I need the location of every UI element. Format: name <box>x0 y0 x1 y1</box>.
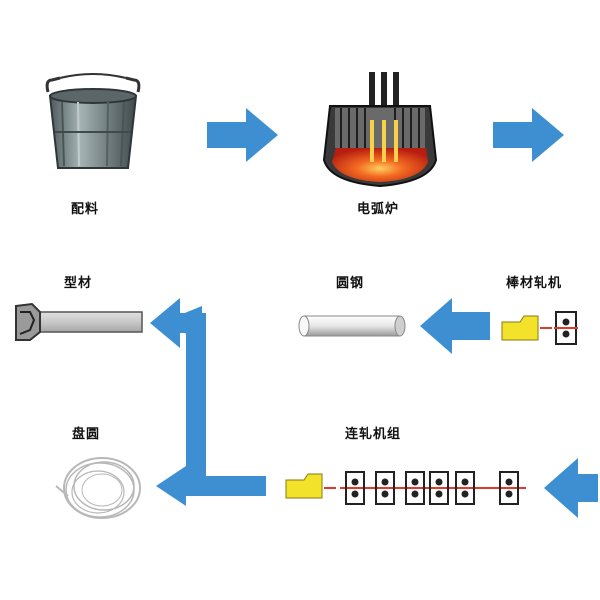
label-section-steel: 型材 <box>64 276 93 291</box>
flow-arrow-left-2 <box>544 458 598 518</box>
label-round-steel: 圆钢 <box>336 276 365 291</box>
flow-arrow-right-2 <box>493 108 564 162</box>
section-steel-icon <box>15 302 143 341</box>
label-bar-mill: 棒材轧机 <box>506 276 563 291</box>
bar-mill-icon <box>501 311 578 345</box>
flow-arrow-right-1 <box>207 108 278 162</box>
return-flow-arrow <box>150 298 266 506</box>
wire-coil-icon <box>55 457 141 519</box>
ladle-bucket-icon <box>45 73 141 169</box>
label-continuous-mill: 连轧机组 <box>345 427 402 442</box>
label-wire-coil: 盘圆 <box>72 427 101 442</box>
label-arc-furnace: 电弧炉 <box>357 202 400 217</box>
round-bar-icon <box>298 315 406 337</box>
flow-arrow-left-1 <box>420 298 490 354</box>
rolling-stand-icon <box>285 471 526 505</box>
label-batching: 配料 <box>71 202 100 217</box>
arc-furnace-icon <box>322 72 438 188</box>
